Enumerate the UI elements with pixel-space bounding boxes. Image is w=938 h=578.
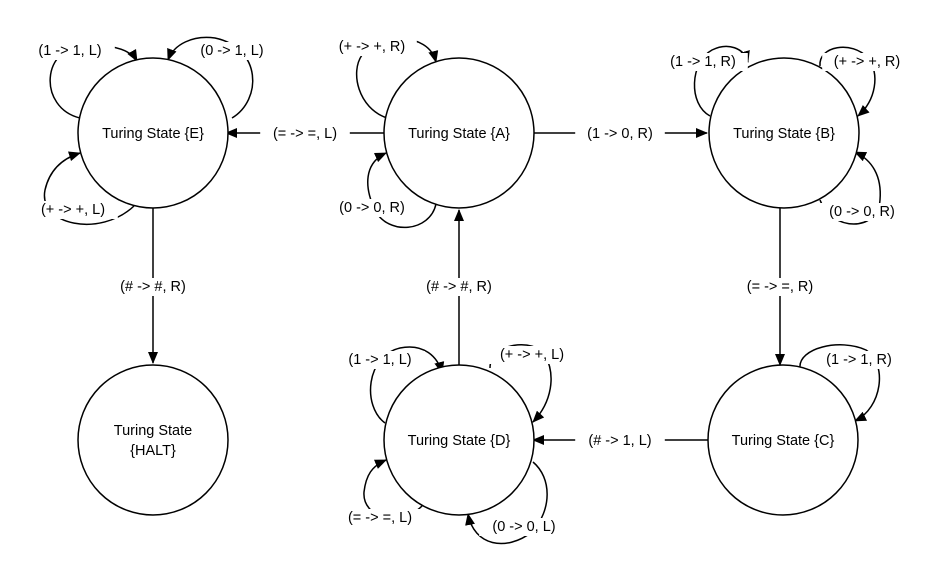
transition-label-e-loop-plus: (+ -> +, L)	[41, 202, 105, 218]
transition-label-bg-e-loop-plus	[28, 201, 118, 219]
state-label-b: Turing State {B}	[733, 126, 835, 142]
transition-label-bg-b-loop-1	[658, 53, 748, 71]
transition-label-bg-b-loop-plus	[822, 53, 912, 71]
transition-label-b-to-c: (= -> =, R)	[747, 279, 813, 295]
transition-label-d-loop-1: (1 -> 1, L)	[348, 352, 411, 368]
transition-label-a-to-e: (= -> =, L)	[273, 126, 337, 142]
transition-label-e-loop-0: (0 -> 1, L)	[200, 43, 263, 59]
transition-label-bg-a-loop-plus	[327, 38, 417, 56]
state-circle-c	[707, 364, 859, 516]
state-circle-d	[383, 364, 535, 516]
transition-label-bg-d-to-a	[414, 278, 504, 296]
transition-label-bg-d-loop-1	[335, 351, 425, 369]
state-label-c: Turing State {C}	[732, 433, 835, 449]
transition-label-c-loop-1: (1 -> 1, R)	[826, 352, 892, 368]
state-d: Turing State {D}	[383, 364, 535, 516]
transition-arrow-e-loop-0	[167, 36, 254, 119]
state-circle-b	[708, 57, 860, 209]
transition-label-bg-b-to-c	[735, 278, 825, 296]
transition-label-d-to-a: (# -> #, R)	[426, 279, 492, 295]
transition-label-e-to-halt: (# -> #, R)	[120, 279, 186, 295]
transition-label-d-loop-eq: (= -> =, L)	[348, 510, 412, 526]
state-label-a: Turing State {A}	[408, 126, 510, 142]
state-c: Turing State {C}	[707, 364, 859, 516]
transition-label-bg-a-to-b	[575, 125, 665, 143]
state-halt: Turing State {HALT}	[77, 364, 229, 516]
transition-label-bg-d-loop-0	[479, 518, 569, 536]
transition-label-b-loop-0: (0 -> 0, R)	[829, 204, 895, 220]
transition-label-b-loop-plus: (+ -> +, R)	[834, 54, 900, 70]
transition-arrow-d-loop-1	[369, 346, 445, 424]
state-label-halt: {HALT}	[130, 443, 176, 459]
transition-arrow-b-loop-1	[693, 45, 750, 117]
transition-label-d-loop-0: (0 -> 0, L)	[492, 519, 555, 535]
transition-label-bg-a-to-e	[260, 125, 350, 143]
transition-label-bg-d-loop-eq	[335, 509, 425, 527]
transition-label-bg-c-to-d	[575, 432, 665, 450]
state-circle-a	[383, 57, 535, 209]
transition-label-a-to-b: (1 -> 0, R)	[587, 126, 653, 142]
transition-label-e-loop-1: (1 -> 1, L)	[38, 43, 101, 59]
state-a: Turing State {A}	[383, 57, 535, 209]
transition-label-bg-e-loop-1	[25, 42, 115, 60]
transition-label-a-loop-plus: (+ -> +, R)	[339, 39, 405, 55]
state-label-e: Turing State {E}	[102, 126, 204, 142]
state-circle-halt	[77, 364, 229, 516]
transition-label-bg-d-loop-plus	[487, 346, 577, 364]
state-circle-e	[77, 57, 229, 209]
transition-label-bg-b-loop-0	[817, 203, 907, 221]
transition-label-bg-e-loop-0	[187, 42, 277, 60]
transition-label-bg-e-to-halt	[108, 278, 198, 296]
transition-label-d-loop-plus: (+ -> +, L)	[500, 347, 564, 363]
transition-label-b-loop-1: (1 -> 1, R)	[670, 54, 736, 70]
transition-label-c-to-d: (# -> 1, L)	[588, 433, 651, 449]
state-b: Turing State {B}	[708, 57, 860, 209]
state-label-d: Turing State {D}	[408, 433, 511, 449]
transition-label-a-loop-0: (0 -> 0, R)	[339, 200, 405, 216]
transition-arrow-c-loop-1	[799, 344, 881, 422]
state-e: Turing State {E}	[77, 57, 229, 209]
transition-label-bg-a-loop-0	[327, 199, 417, 217]
state-label-halt: Turing State	[114, 423, 192, 439]
transition-label-bg-c-loop-1	[814, 351, 904, 369]
